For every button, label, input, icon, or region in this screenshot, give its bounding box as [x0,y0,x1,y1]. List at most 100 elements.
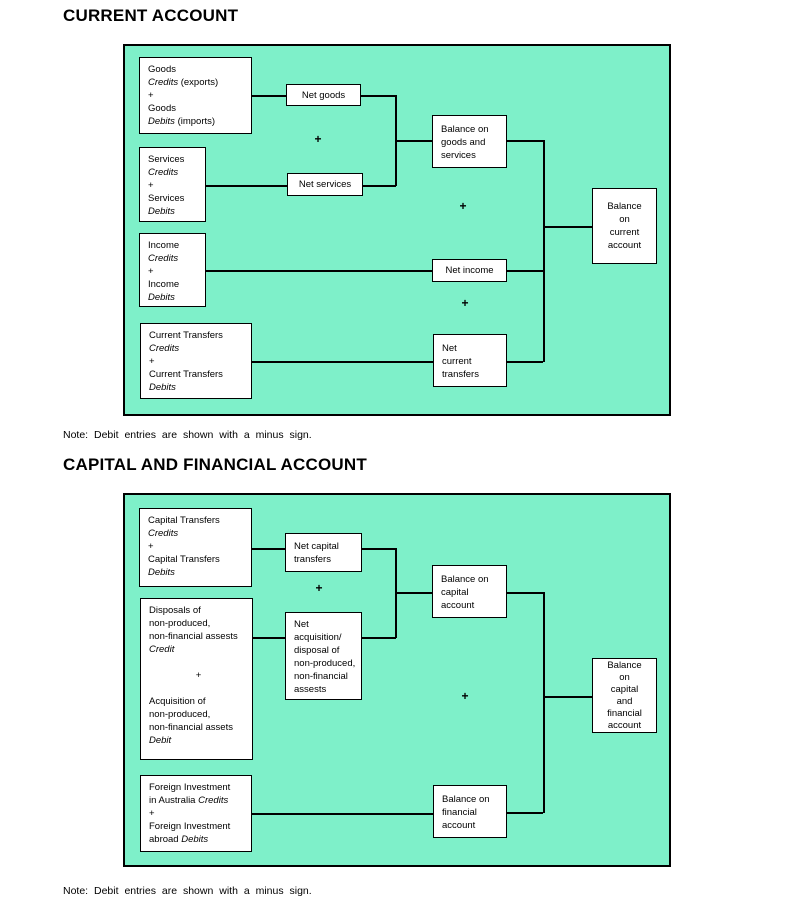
box-line: Debits [149,381,247,394]
plus-sign: + [314,132,322,146]
box-line: non-produced, [149,617,248,630]
box-line: Current Transfers [149,368,247,381]
box-line: Capital Transfers [148,553,247,566]
connector-netgoods-junction [361,95,396,97]
box-text: Credits [149,343,180,354]
box-text: Debits [148,116,175,127]
connector-junction-balancegs [395,140,432,142]
box-line: financial [442,806,502,819]
box-line: capital [441,586,502,599]
box-text: + [149,808,155,819]
box-line: and [595,696,654,708]
box-text: disposal of [294,644,340,656]
box-text: assests [294,683,327,695]
box-text: current [609,227,640,238]
connector-captransfers-netcap [252,548,285,550]
box-text: Credit [149,644,175,655]
box-line: financial [595,708,654,720]
box-line: services [441,149,502,162]
connector-junction2-balanceca [543,226,592,228]
box-line: Current Transfers [149,329,247,342]
box-line: Balance on [441,123,502,136]
box-line: goods and [441,136,502,149]
box-text: Credits [198,795,229,806]
box-line: Disposals of [149,604,248,617]
box-text: Balance on [442,793,490,805]
box-text: Debits [149,382,176,393]
box-text: Services [148,193,185,204]
box-line: + [149,807,247,820]
box-line: on [595,672,654,684]
box-text: financial [442,806,477,818]
box-line: + [148,179,201,192]
box-text: + [149,356,155,367]
current-account-note: Note: Debit entries are shown with a min… [63,429,312,441]
capital-financial-note: Note: Debit entries are shown with a min… [63,885,312,897]
box-text: non-produced, [149,709,211,720]
box-text: Net goods [301,89,346,101]
box-text: Net [294,618,309,630]
box-text: Goods [148,64,176,75]
box-text: and [616,695,633,707]
box-text: Current Transfers [149,369,223,380]
box-line: Debits [148,291,201,304]
box-text: Credits [148,253,179,264]
box-text: non-financial assets [149,722,233,733]
box-line: assests [294,683,357,696]
box-line: Credits [149,342,247,355]
box-line: + [148,540,247,553]
box-line: Net goods [289,89,358,102]
box-line: Balance on [441,573,502,586]
box-line: transfers [294,553,357,566]
connector-balancegs-junction2 [507,140,543,142]
box-line: non-produced, [149,708,248,721]
box-line: account [442,819,502,832]
box-text: + [148,266,154,277]
box-line: disposal of [294,644,357,657]
box-text: Debits [181,834,209,845]
box-text: account [607,719,642,731]
box-line: current [595,226,654,239]
box-text: abroad [149,834,182,845]
box-line: Income [148,278,201,291]
box-text: Net capital [294,541,339,552]
box-text: transfers [442,368,479,380]
capital-financial-title: CAPITAL AND FINANCIAL ACCOUNT [63,455,367,474]
box-line: Debits [148,566,247,579]
box-line: + [148,265,201,278]
box-text: non-produced, [294,657,356,669]
box-line: Balance on [442,793,502,806]
box-text: Foreign Investment [149,821,231,832]
box-line: Balance [595,660,654,672]
connector-income-netincome [206,270,432,272]
box-line: non-financial [294,670,357,683]
box-text: Credits [148,77,179,88]
box-text: account [441,599,475,611]
connector-junction-balancecap [395,592,432,594]
box-text: current [442,355,472,367]
box-text: capital [441,586,469,598]
connector-netservices-junction [363,185,396,187]
connector-junction2-balancecapfin [543,696,592,698]
box-text: acquisition/ [294,631,342,643]
box-text: + [195,670,202,681]
junction-vertical-2 [543,140,545,362]
box-line: Income [148,239,201,252]
box-line: Net services [290,178,360,191]
box-line: non-produced, [294,657,357,670]
box-text: Debits [148,292,175,303]
box-line: Credit [149,643,248,656]
connector-netcap-junction [362,548,396,550]
box-text: Debits [148,206,175,217]
box-line: Credits [148,527,247,540]
box-text: account [607,240,642,251]
box-line: non-financial assests [149,630,248,643]
